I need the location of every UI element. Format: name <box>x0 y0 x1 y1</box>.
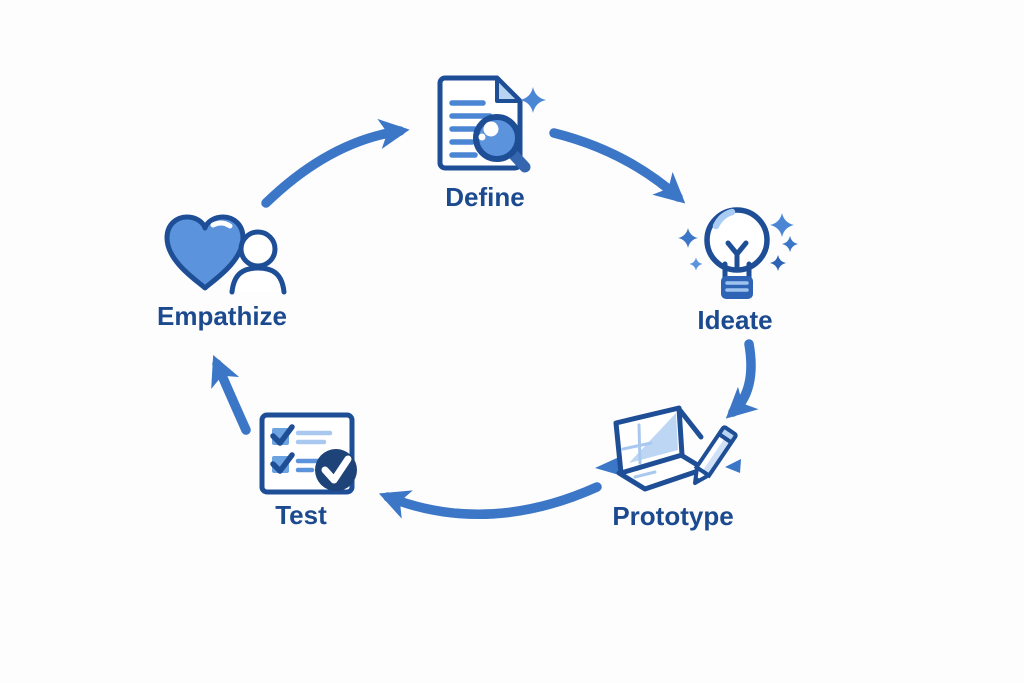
arrow-test-to-empathize <box>211 355 251 435</box>
sparkle-icon <box>689 257 703 271</box>
laptop-with-pencil-icon <box>595 405 741 492</box>
sparkle-icon <box>782 236 798 252</box>
sparkle-icon <box>520 87 546 113</box>
sparkle-icon <box>770 213 794 237</box>
sparkle-icon <box>678 228 698 248</box>
stage-label-prototype: Prototype <box>612 501 734 531</box>
stage-label-define: Define <box>445 182 525 212</box>
checklist-with-checkmark-icon <box>259 412 357 495</box>
checkmark-badge-icon <box>315 449 357 491</box>
sparkle-icon <box>770 255 786 271</box>
lightbulb-with-sparkles-icon <box>678 207 798 299</box>
document-with-magnifier-icon <box>437 75 546 173</box>
stage-label-empathize: Empathize <box>156 301 288 331</box>
stage-label-ideate: Ideate <box>697 305 773 335</box>
arrow-prototype-to-test <box>378 482 602 519</box>
arrow-ideate-to-prototype <box>725 339 759 419</box>
pencil-icon <box>693 425 738 485</box>
arrow-empathize-to-define <box>261 118 410 208</box>
stage-label-test: Test <box>275 500 327 530</box>
arrow-define-to-ideate <box>549 128 686 204</box>
heart-with-person-icon <box>164 214 287 295</box>
